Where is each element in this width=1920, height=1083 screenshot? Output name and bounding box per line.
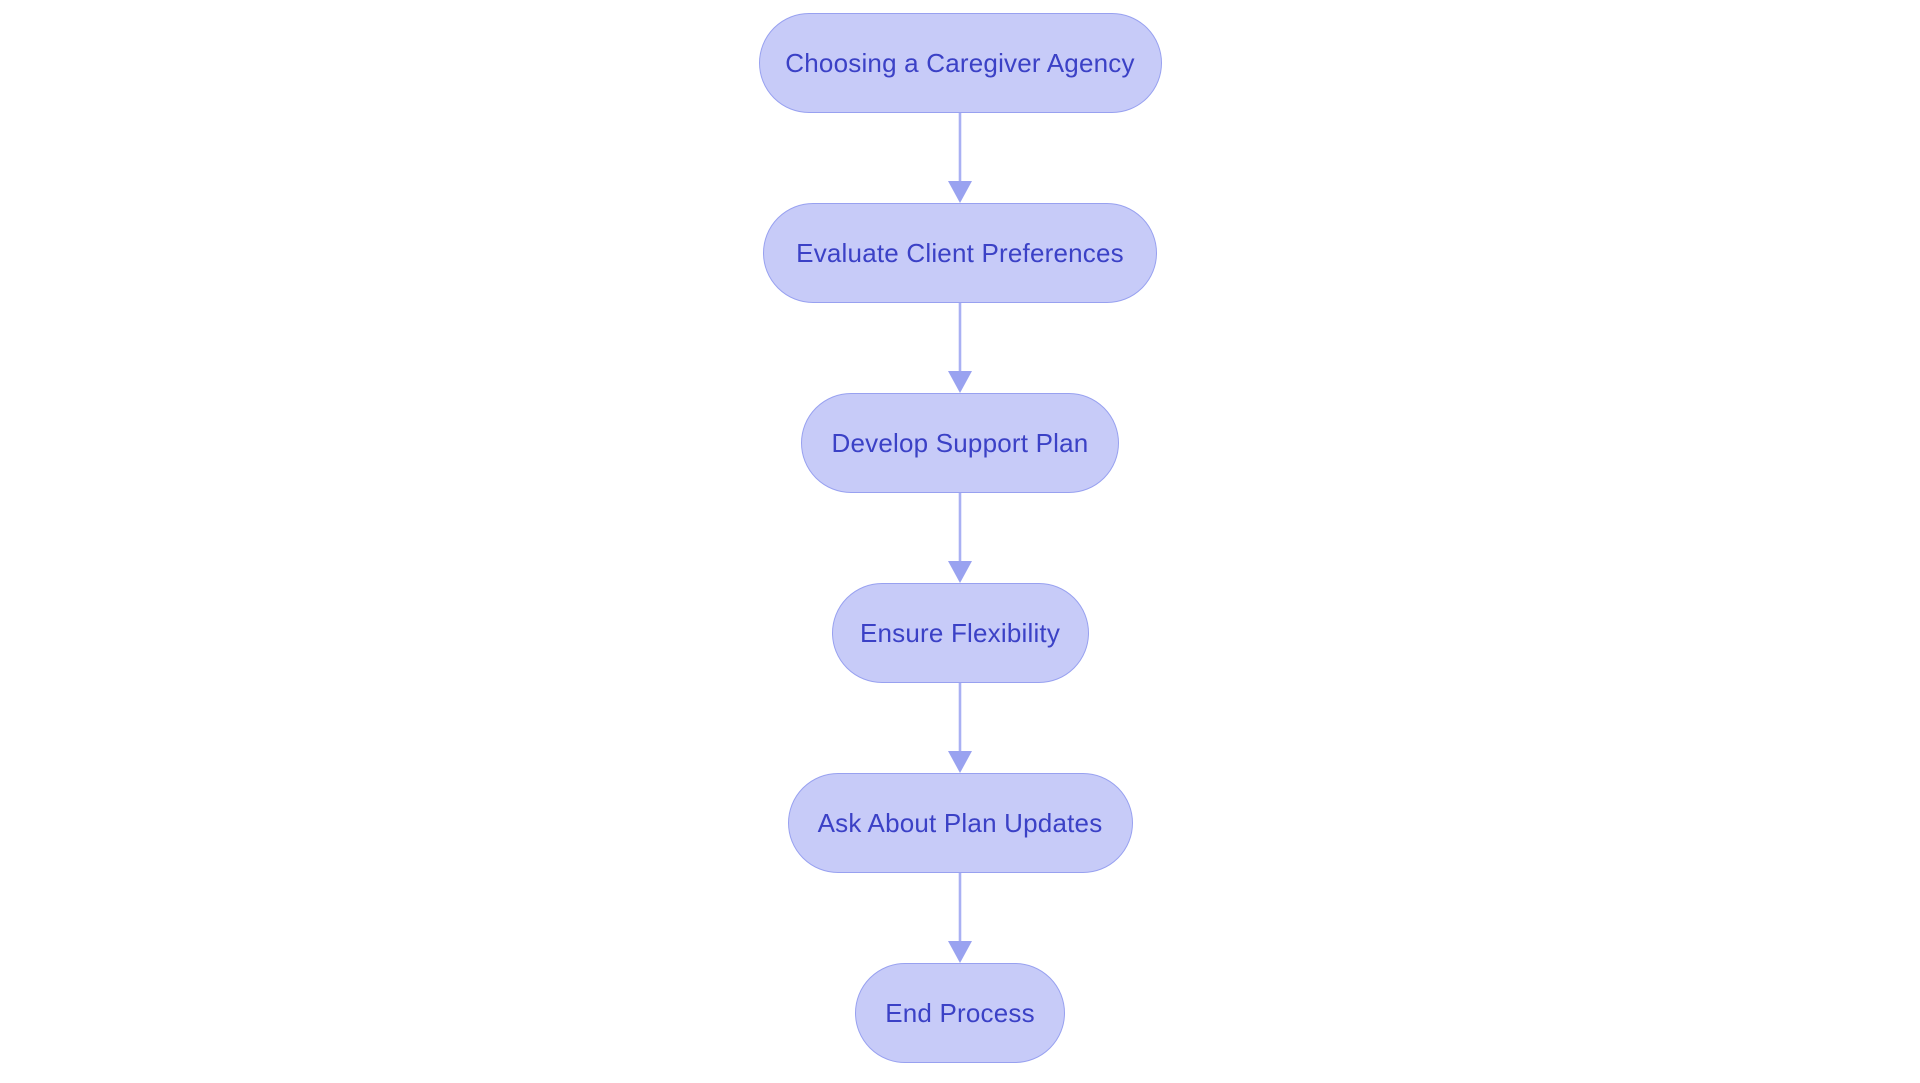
flow-node-ask-about-plan-updates: Ask About Plan Updates xyxy=(787,773,1133,873)
flow-node-evaluate-client-preferences: Evaluate Client Preferences xyxy=(763,203,1157,303)
flow-arrow-down-icon xyxy=(948,113,972,203)
flow-node-label: Develop Support Plan xyxy=(831,427,1089,458)
flow-node-develop-support-plan: Develop Support Plan xyxy=(801,393,1119,493)
flow-arrow-down-icon xyxy=(948,493,972,583)
flow-node-label: Ask About Plan Updates xyxy=(817,807,1103,838)
flow-node-choosing-caregiver-agency: Choosing a Caregiver Agency xyxy=(758,13,1162,113)
flow-node-end-process: End Process xyxy=(855,963,1065,1063)
flow-arrow-down-icon xyxy=(948,873,972,963)
flow-node-label: End Process xyxy=(885,997,1035,1028)
flow-node-ensure-flexibility: Ensure Flexibility xyxy=(831,583,1089,683)
flow-arrow-down-icon xyxy=(948,303,972,393)
flow-arrow-down-icon xyxy=(948,683,972,773)
flow-node-label: Choosing a Caregiver Agency xyxy=(785,47,1135,78)
flow-node-label: Ensure Flexibility xyxy=(859,617,1061,648)
flow-node-label: Evaluate Client Preferences xyxy=(796,237,1124,268)
